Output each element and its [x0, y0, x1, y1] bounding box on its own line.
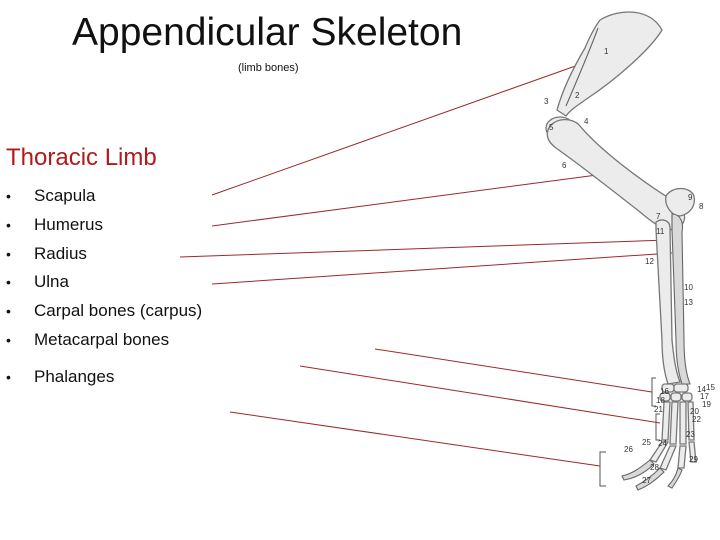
leader-line-carpal	[374, 348, 653, 393]
figure-number-label: 10	[684, 283, 693, 292]
figure-number-label: 26	[624, 445, 633, 454]
section-heading: Thoracic Limb	[6, 144, 157, 171]
figure-number-label: 28	[650, 463, 659, 472]
bullet-text: Carpal bones (carpus)	[34, 301, 203, 321]
bullet-text: Ulna	[34, 272, 69, 292]
leader-lines	[179, 57, 673, 467]
metacarpal-bones	[661, 401, 695, 445]
figure-number-label: 7	[656, 212, 661, 221]
leader-line-metacarpal	[299, 365, 661, 424]
figure-number-label: 25	[642, 438, 651, 447]
figure-number-label: 11	[656, 227, 665, 236]
bullet-text: Humerus	[34, 214, 103, 234]
figure-number-label: 6	[562, 161, 567, 170]
leader-line-humerus	[211, 174, 598, 227]
figure-number-label: 22	[692, 415, 701, 424]
figure-number-label: 17	[700, 392, 709, 401]
figure-number-label: 14	[697, 385, 706, 394]
figure-number-label: 15	[706, 383, 715, 392]
bullet-icon: •	[6, 368, 11, 385]
bullet-text: Metacarpal bones	[34, 329, 170, 349]
phalanges-bones	[621, 441, 697, 491]
leader-line-phalanges	[229, 411, 601, 467]
bullet-text: Radius	[34, 243, 87, 263]
carpal-bracket	[651, 377, 656, 407]
bullet-text: Scapula	[34, 186, 96, 205]
slide-title: Appendicular Skeleton	[72, 11, 463, 54]
humerus-bone	[546, 119, 686, 231]
figure-number-label: 8	[699, 202, 704, 211]
bullet-text: Phalanges	[34, 366, 115, 386]
figure-number-labels: 1 2 3 4 5 6 7 8 9 10 11 12 13 14 15 16 1…	[544, 47, 715, 485]
metacarpal-bracket	[655, 413, 660, 441]
figure-number-label: 1	[604, 47, 609, 56]
figure-number-label: 21	[654, 405, 663, 414]
scapula-bone	[556, 11, 663, 117]
bullet-icon: •	[6, 245, 11, 262]
figure-number-label: 4	[584, 117, 589, 126]
bullet-icon: •	[6, 331, 11, 348]
leader-line-radius	[179, 239, 668, 258]
scapula-spine	[565, 27, 599, 107]
figure-number-label: 27	[642, 476, 651, 485]
bullet-icon: •	[6, 303, 11, 320]
olecranon	[665, 187, 696, 217]
figure-number-label: 5	[549, 123, 554, 132]
bullet-icon: •	[6, 274, 11, 291]
figure-number-label: 13	[684, 298, 693, 307]
phalanges-bracket	[599, 451, 606, 487]
bullet-icon: •	[6, 216, 11, 233]
bullet-icon: •	[6, 188, 11, 204]
slide-subtitle: (limb bones)	[238, 62, 299, 74]
leader-line-scapula	[211, 57, 599, 196]
figure-number-label: 19	[702, 400, 711, 409]
figure-number-label: 29	[689, 455, 698, 464]
radius-bone	[655, 219, 681, 385]
figure-number-label: 3	[544, 97, 549, 106]
figure-number-label: 12	[645, 257, 654, 266]
carpal-bones	[659, 383, 693, 402]
ulna-bone	[671, 213, 691, 385]
figure-number-label: 16	[660, 387, 669, 396]
figure-number-label: 24	[658, 439, 667, 448]
figure-number-label: 2	[575, 91, 580, 100]
leader-line-ulna	[211, 252, 673, 285]
figure-number-label: 20	[690, 407, 699, 416]
figure-number-label: 23	[686, 430, 695, 439]
figure-number-label: 9	[688, 193, 693, 202]
figure-number-label: 18	[656, 396, 665, 405]
bone-drawing	[545, 11, 697, 491]
